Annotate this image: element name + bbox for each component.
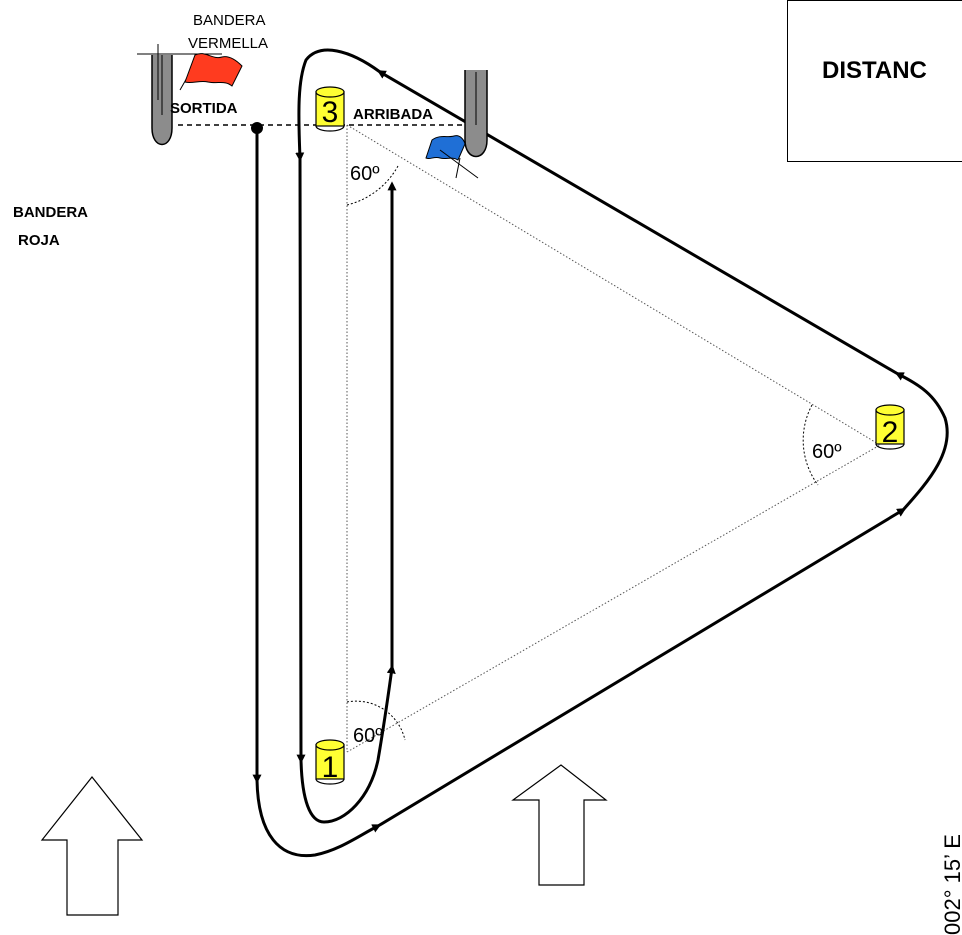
blue-flag-icon [425,135,479,179]
angle-label-2: 60º [812,441,842,463]
flag-red-es-line2: ROJA [18,232,60,249]
flag-red-ca-line1: BANDERA [193,12,266,29]
committee-boat-right [464,70,488,158]
distance-title: DISTANC [822,57,927,84]
angle-arcs [346,165,819,741]
flag-red-es-line1: BANDERA [13,204,88,221]
wind-arrow-center [511,764,608,886]
course-triangle [346,124,881,753]
finish-label: ARRIBADA [353,106,433,123]
start-label: SORTIDA [170,100,238,117]
bearing-label: 002° 15’ E [940,834,962,935]
buoy-2-label: 2 [882,416,899,449]
angle-label-3: 60º [350,163,380,185]
course-path [252,48,949,858]
buoy-1: 1 [315,739,345,785]
buoy-2: 2 [875,404,905,450]
distance-box: DISTANC [787,0,962,162]
start-point [251,122,263,134]
committee-boat-left [151,55,173,146]
buoy-3-label: 3 [322,96,339,129]
red-flag-icon [137,44,243,100]
buoy-1-label: 1 [322,751,339,784]
buoy-3: 3 [315,86,345,132]
angle-label-1: 60º [353,725,383,747]
flag-red-ca-line2: VERMELLA [188,35,268,52]
wind-arrow-left [40,776,144,916]
